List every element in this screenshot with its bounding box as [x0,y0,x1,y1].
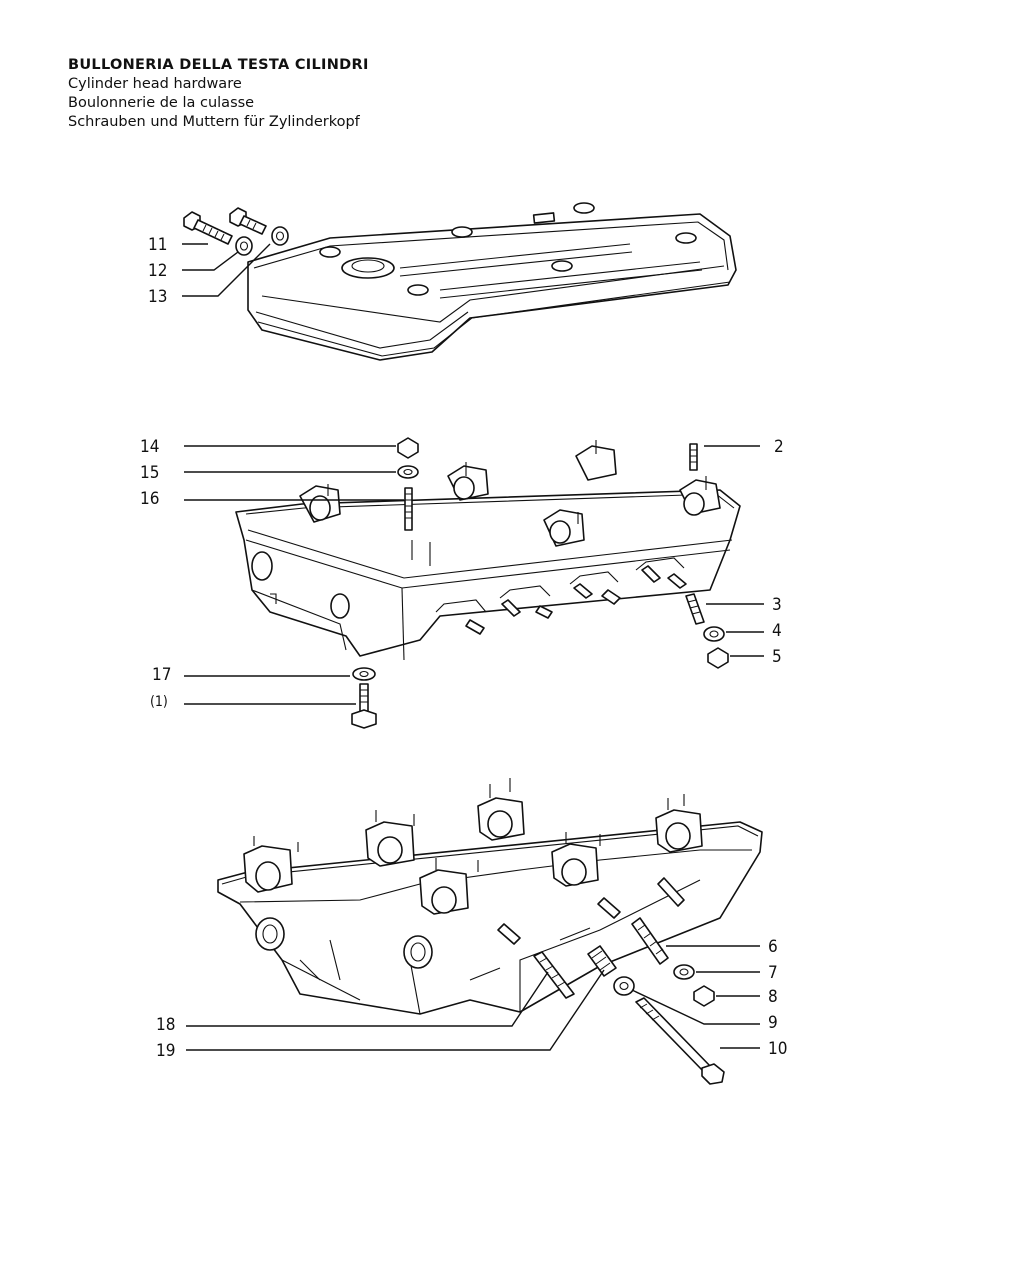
cover-seal-washer-12 [235,236,253,256]
washer-9 [613,976,635,996]
cylinder-head-top [235,440,741,661]
callout-6: 6 [768,937,778,957]
washer-15 [397,465,419,479]
bolt-1 [351,683,377,729]
nut-14 [397,437,419,459]
callout-3: 3 [772,595,782,615]
callout-10: 10 [768,1039,787,1059]
nut-5 [707,647,729,669]
cover-bolt-11 [183,211,233,245]
stud-3 [685,593,705,625]
callout-8: 8 [768,987,778,1007]
callout-7: 7 [768,963,778,983]
cover-washer-13 [271,226,289,246]
leader-lines-middle [184,445,764,705]
washer-17 [352,667,376,681]
callout-13: 13 [148,287,167,307]
callout-1: (1) [150,694,168,710]
stud-2 [689,443,698,471]
cover-bolt-12 [229,207,267,235]
stud-6 [631,917,669,965]
leader-lines-bottom [186,945,760,1051]
callout-17: 17 [152,665,171,685]
callout-12: 12 [148,261,167,281]
title-english: Cylinder head hardware [68,76,242,92]
callout-16: 16 [140,489,159,509]
callout-19: 19 [156,1041,175,1061]
title-german: Schrauben und Muttern für Zylinderkopf [68,114,360,130]
callout-15: 15 [140,463,159,483]
cam-cover [247,202,737,361]
callout-5: 5 [772,647,782,667]
callout-2: 2 [774,437,784,457]
spring-washer-4 [703,626,725,642]
callout-14: 14 [140,437,159,457]
callout-18: 18 [156,1015,175,1035]
stud-18 [533,951,575,999]
title-italian: BULLONERIA DELLA TESTA CILINDRI [68,57,369,73]
header-titles: BULLONERIA DELLA TESTA CILINDRI Cylinder… [68,56,369,132]
washer-7 [673,964,695,980]
callout-11: 11 [148,235,167,255]
callout-4: 4 [772,621,782,641]
cylinder-head-angled [217,778,763,1015]
leader-lines-top [182,243,271,297]
stud-16 [404,487,413,531]
callout-9: 9 [768,1013,778,1033]
spring-19 [587,945,617,977]
nut-8 [693,985,715,1007]
title-french: Boulonnerie de la culasse [68,95,255,111]
long-bolt-10 [635,997,725,1085]
